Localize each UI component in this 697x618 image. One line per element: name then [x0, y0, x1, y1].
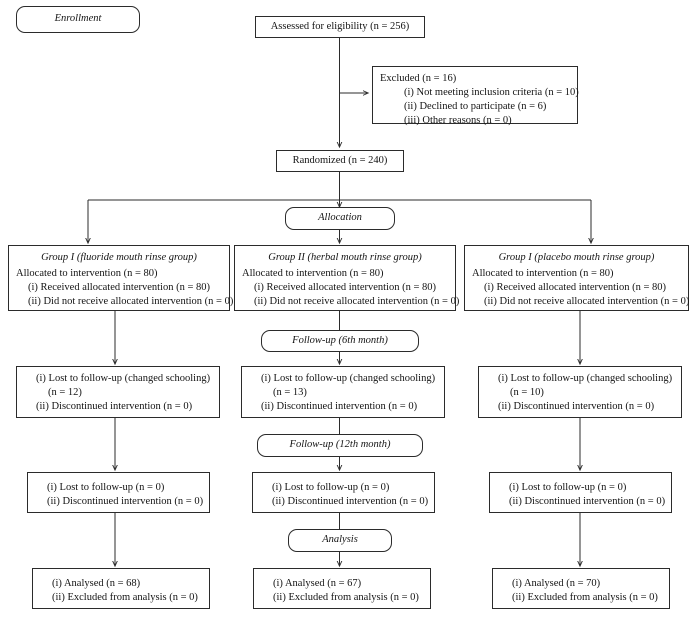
allocation-group-2-item-2: (ii) Did not receive allocated intervent…	[254, 296, 460, 308]
followup6-group-1-lost-line1: (i) Lost to follow-up (changed schooling…	[36, 373, 211, 384]
analysis-group-3-excluded: (ii) Excluded from analysis (n = 0)	[512, 592, 658, 604]
allocation-group-2-item-1: (i) Received allocated intervention (n =…	[254, 282, 437, 294]
followup12-group-3-lost: (i) Lost to follow-up (n = 0)	[509, 482, 627, 493]
allocation-group-3-item-1: (i) Received allocated intervention (n =…	[484, 282, 667, 294]
stage-label-enrollment-text: Enrollment	[54, 13, 102, 25]
followup6-group-1-lost-line2: (n = 12)	[48, 387, 82, 399]
followup12-group-2-discontinued: (ii) Discontinued intervention (n = 0)	[272, 496, 429, 508]
box-allocation-group-1: Group I (fluoride mouth rinse group) All…	[8, 245, 234, 311]
excluded-item-1: (i) Not meeting inclusion criteria (n = …	[404, 87, 579, 99]
box-analysis-group-2: (i) Analysed (n = 67) (ii) Excluded from…	[253, 568, 431, 609]
analysis-group-2-excluded: (ii) Excluded from analysis (n = 0)	[273, 592, 419, 604]
followup6-group-1-discontinued: (ii) Discontinued intervention (n = 0)	[36, 401, 193, 413]
stage-label-followup-6: Follow-up (6th month)	[261, 330, 419, 352]
excluded-item-2: (ii) Declined to participate (n = 6)	[404, 101, 547, 113]
box-analysis-group-3: (i) Analysed (n = 70) (ii) Excluded from…	[492, 568, 670, 609]
allocation-group-1-item-1: (i) Received allocated intervention (n =…	[28, 282, 211, 294]
stage-label-enrollment: Enrollment	[16, 6, 140, 33]
stage-label-followup-12-text: Follow-up (12th month)	[289, 439, 391, 451]
box-followup12-group-2: (i) Lost to follow-up (n = 0) (ii) Disco…	[252, 472, 435, 513]
allocation-group-2-allocated: Allocated to intervention (n = 80)	[242, 268, 384, 280]
followup6-group-2-lost-line1: (i) Lost to follow-up (changed schooling…	[261, 373, 436, 384]
assessed-for-eligibility-text: Assessed for eligibility (n = 256)	[270, 20, 410, 32]
allocation-group-2-title: Group II (herbal mouth rinse group)	[268, 252, 422, 263]
box-followup6-group-1: (i) Lost to follow-up (changed schooling…	[16, 366, 220, 418]
analysis-group-1-analysed: (i) Analysed (n = 68)	[52, 578, 141, 589]
stage-label-allocation: Allocation	[285, 207, 395, 230]
stage-label-followup-12: Follow-up (12th month)	[257, 434, 423, 457]
followup6-group-3-discontinued: (ii) Discontinued intervention (n = 0)	[498, 401, 655, 413]
box-followup6-group-3: (i) Lost to follow-up (changed schooling…	[478, 366, 682, 418]
stage-label-analysis-text: Analysis	[322, 534, 358, 546]
analysis-group-1-excluded: (ii) Excluded from analysis (n = 0)	[52, 592, 198, 604]
box-allocation-group-2: Group II (herbal mouth rinse group) Allo…	[234, 245, 460, 311]
followup6-group-2-lost-line2: (n = 13)	[273, 387, 307, 399]
box-assessed-for-eligibility: Assessed for eligibility (n = 256)	[255, 16, 425, 38]
stage-label-analysis: Analysis	[288, 529, 392, 552]
allocation-group-3-item-2: (ii) Did not receive allocated intervent…	[484, 296, 690, 308]
allocation-group-3-allocated: Allocated to intervention (n = 80)	[472, 268, 614, 280]
box-analysis-group-1: (i) Analysed (n = 68) (ii) Excluded from…	[32, 568, 210, 609]
followup6-group-2-discontinued: (ii) Discontinued intervention (n = 0)	[261, 401, 418, 413]
randomized-text: Randomized (n = 240)	[292, 154, 388, 166]
box-followup12-group-1: (i) Lost to follow-up (n = 0) (ii) Disco…	[27, 472, 210, 513]
box-randomized: Randomized (n = 240)	[276, 150, 404, 172]
followup12-group-1-lost: (i) Lost to follow-up (n = 0)	[47, 482, 165, 493]
box-excluded: Excluded (n = 16) (i) Not meeting inclus…	[372, 66, 579, 126]
excluded-item-3: (iii) Other reasons (n = 0)	[404, 115, 512, 127]
allocation-group-3-title: Group I (placebo mouth rinse group)	[498, 252, 655, 263]
allocation-group-1-allocated: Allocated to intervention (n = 80)	[16, 268, 158, 280]
followup6-group-3-lost-line1: (i) Lost to follow-up (changed schooling…	[498, 373, 673, 384]
followup12-group-2-lost: (i) Lost to follow-up (n = 0)	[272, 482, 390, 493]
followup12-group-1-discontinued: (ii) Discontinued intervention (n = 0)	[47, 496, 204, 508]
followup12-group-3-discontinued: (ii) Discontinued intervention (n = 0)	[509, 496, 666, 508]
analysis-group-2-analysed: (i) Analysed (n = 67)	[273, 578, 362, 589]
stage-label-followup-6-text: Follow-up (6th month)	[292, 334, 388, 346]
box-allocation-group-3: Group I (placebo mouth rinse group) Allo…	[464, 245, 689, 311]
box-followup12-group-3: (i) Lost to follow-up (n = 0) (ii) Disco…	[489, 472, 672, 513]
box-followup6-group-2: (i) Lost to follow-up (changed schooling…	[241, 366, 445, 418]
analysis-group-3-analysed: (i) Analysed (n = 70)	[512, 578, 601, 589]
allocation-group-1-title: Group I (fluoride mouth rinse group)	[41, 252, 197, 263]
excluded-heading: Excluded (n = 16)	[380, 73, 457, 84]
stage-label-allocation-text: Allocation	[318, 212, 362, 224]
followup6-group-3-lost-line2: (n = 10)	[510, 387, 544, 399]
allocation-group-1-item-2: (ii) Did not receive allocated intervent…	[28, 296, 234, 308]
